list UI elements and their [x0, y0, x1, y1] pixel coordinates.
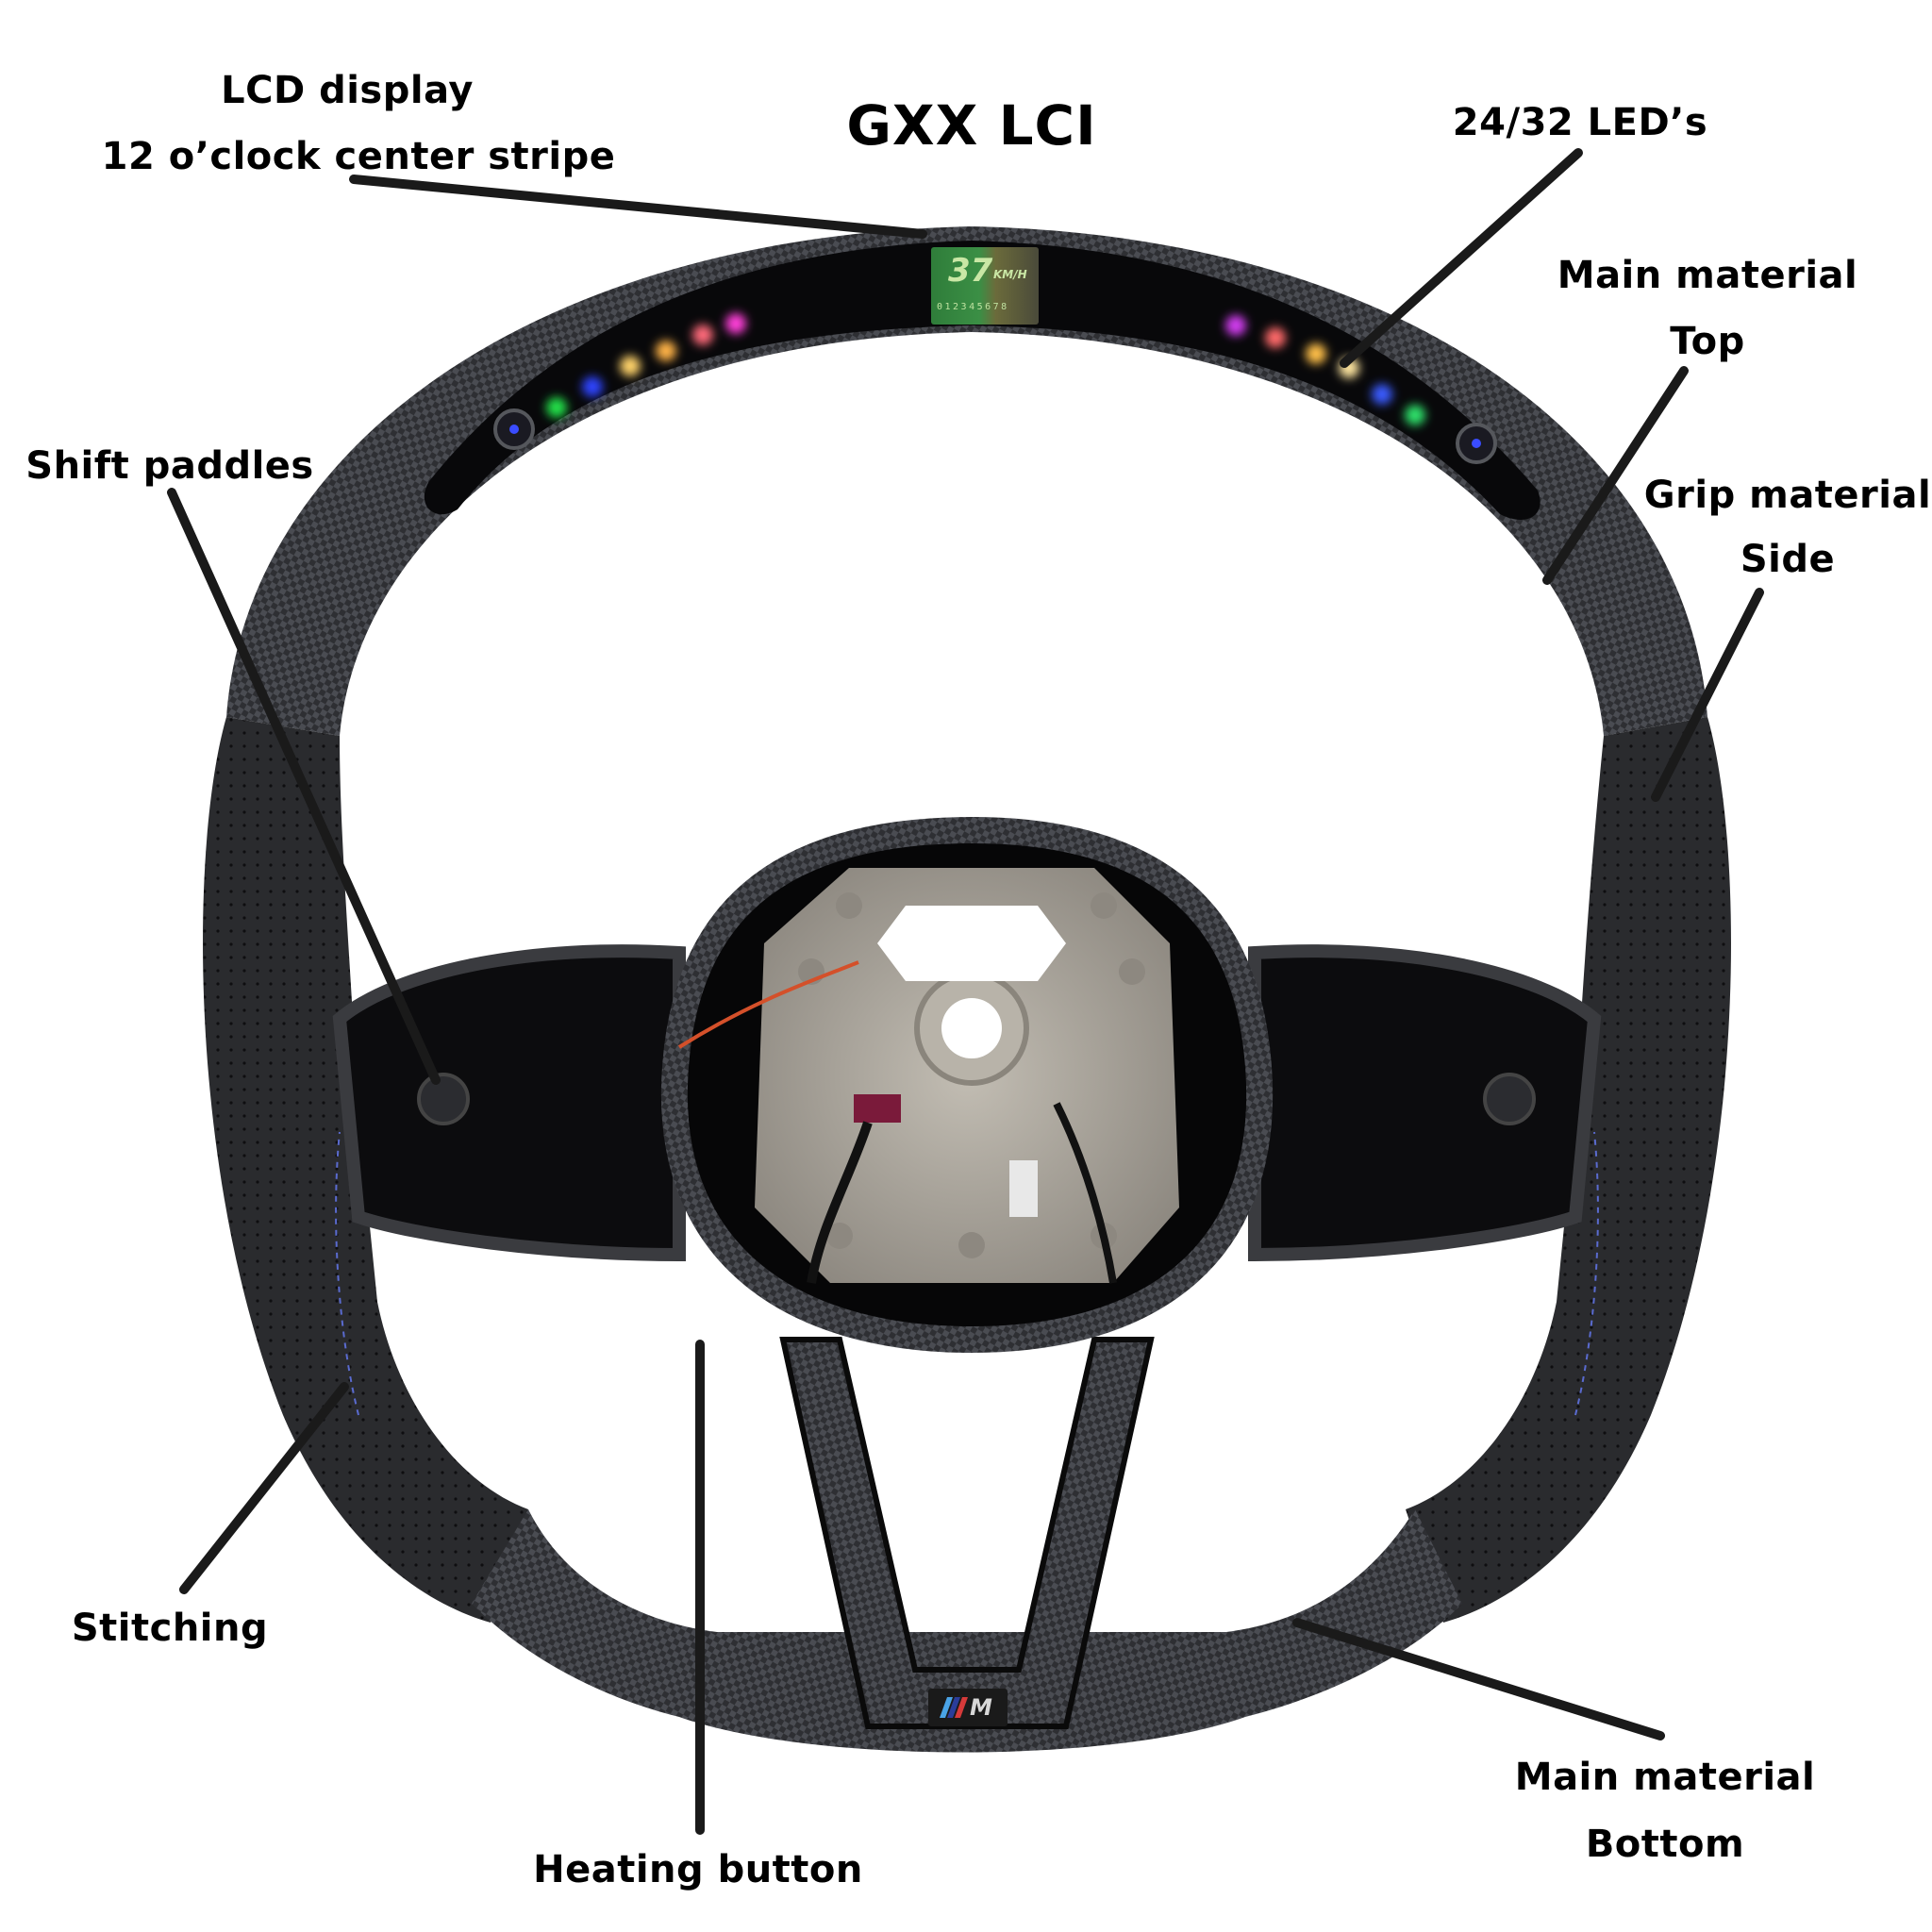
spoke-left: [332, 944, 686, 1262]
grip-leather-right: [1406, 717, 1731, 1623]
leader-line-main-top: [1542, 366, 1689, 585]
callout-main-material-bottom-line1: Main material: [1514, 1756, 1816, 1799]
rim-bottom-carbon: [472, 1509, 1462, 1753]
callout-lcd-display-line1: LCD display: [221, 69, 474, 112]
leader-line-leds: [1340, 148, 1583, 368]
leader-line-grip-side: [1651, 588, 1764, 802]
shift-paddle-left-icon: [417, 1073, 470, 1125]
shift-paddle-right-icon: [1483, 1073, 1536, 1125]
m-logo-letter: M: [970, 1694, 992, 1721]
leader-line-lcd: [349, 175, 927, 239]
spoke-bottom: [779, 1337, 1155, 1729]
callout-main-material-bottom-line2: Bottom: [1585, 1823, 1745, 1866]
airbag-mount-plate: [677, 868, 1179, 1284]
lcd-speed-value: 37: [948, 252, 993, 290]
wire-red-icon: [677, 960, 859, 1049]
callout-main-material-top-line1: Main material: [1557, 254, 1858, 297]
lcd-gear-digits: 012345678: [937, 302, 1009, 312]
callout-lcd-display-line2: 12 o’clock center stripe: [101, 135, 616, 178]
lcd-display-screen: 37 KM/H 012345678: [931, 247, 1039, 325]
callout-main-material-top-line2: Top: [1670, 320, 1745, 363]
connector-white-icon: [1009, 1160, 1038, 1217]
grip-leather-left: [203, 717, 528, 1623]
callout-leds: 24/32 LED’s: [1452, 101, 1708, 144]
callout-grip-material-side-line1: Grip material: [1643, 474, 1932, 517]
m-logo-badge: M: [928, 1689, 1008, 1726]
callout-stitching: Stitching: [71, 1607, 269, 1650]
connector-red-icon: [854, 1094, 901, 1123]
stitching-left-icon: [335, 1131, 359, 1416]
leader-line-shift-paddles: [167, 488, 441, 1085]
leader-line-stitching: [179, 1382, 349, 1594]
callout-grip-material-side-line2: Side: [1740, 538, 1836, 581]
callout-heating-button: Heating button: [533, 1848, 863, 1891]
wire-black-icon: [807, 1121, 873, 1284]
spoke-right: [1248, 944, 1602, 1262]
page-title: GXX LCI: [846, 93, 1097, 158]
leader-lines: [167, 148, 1764, 1835]
leader-line-main-bottom: [1292, 1618, 1665, 1740]
lcd-speed-unit: KM/H: [993, 268, 1027, 281]
led-strip-panel: [424, 241, 1541, 520]
stitching-right-icon: [1574, 1131, 1599, 1416]
callout-shift-paddles: Shift paddles: [25, 444, 314, 488]
led-row-left: [546, 313, 746, 418]
